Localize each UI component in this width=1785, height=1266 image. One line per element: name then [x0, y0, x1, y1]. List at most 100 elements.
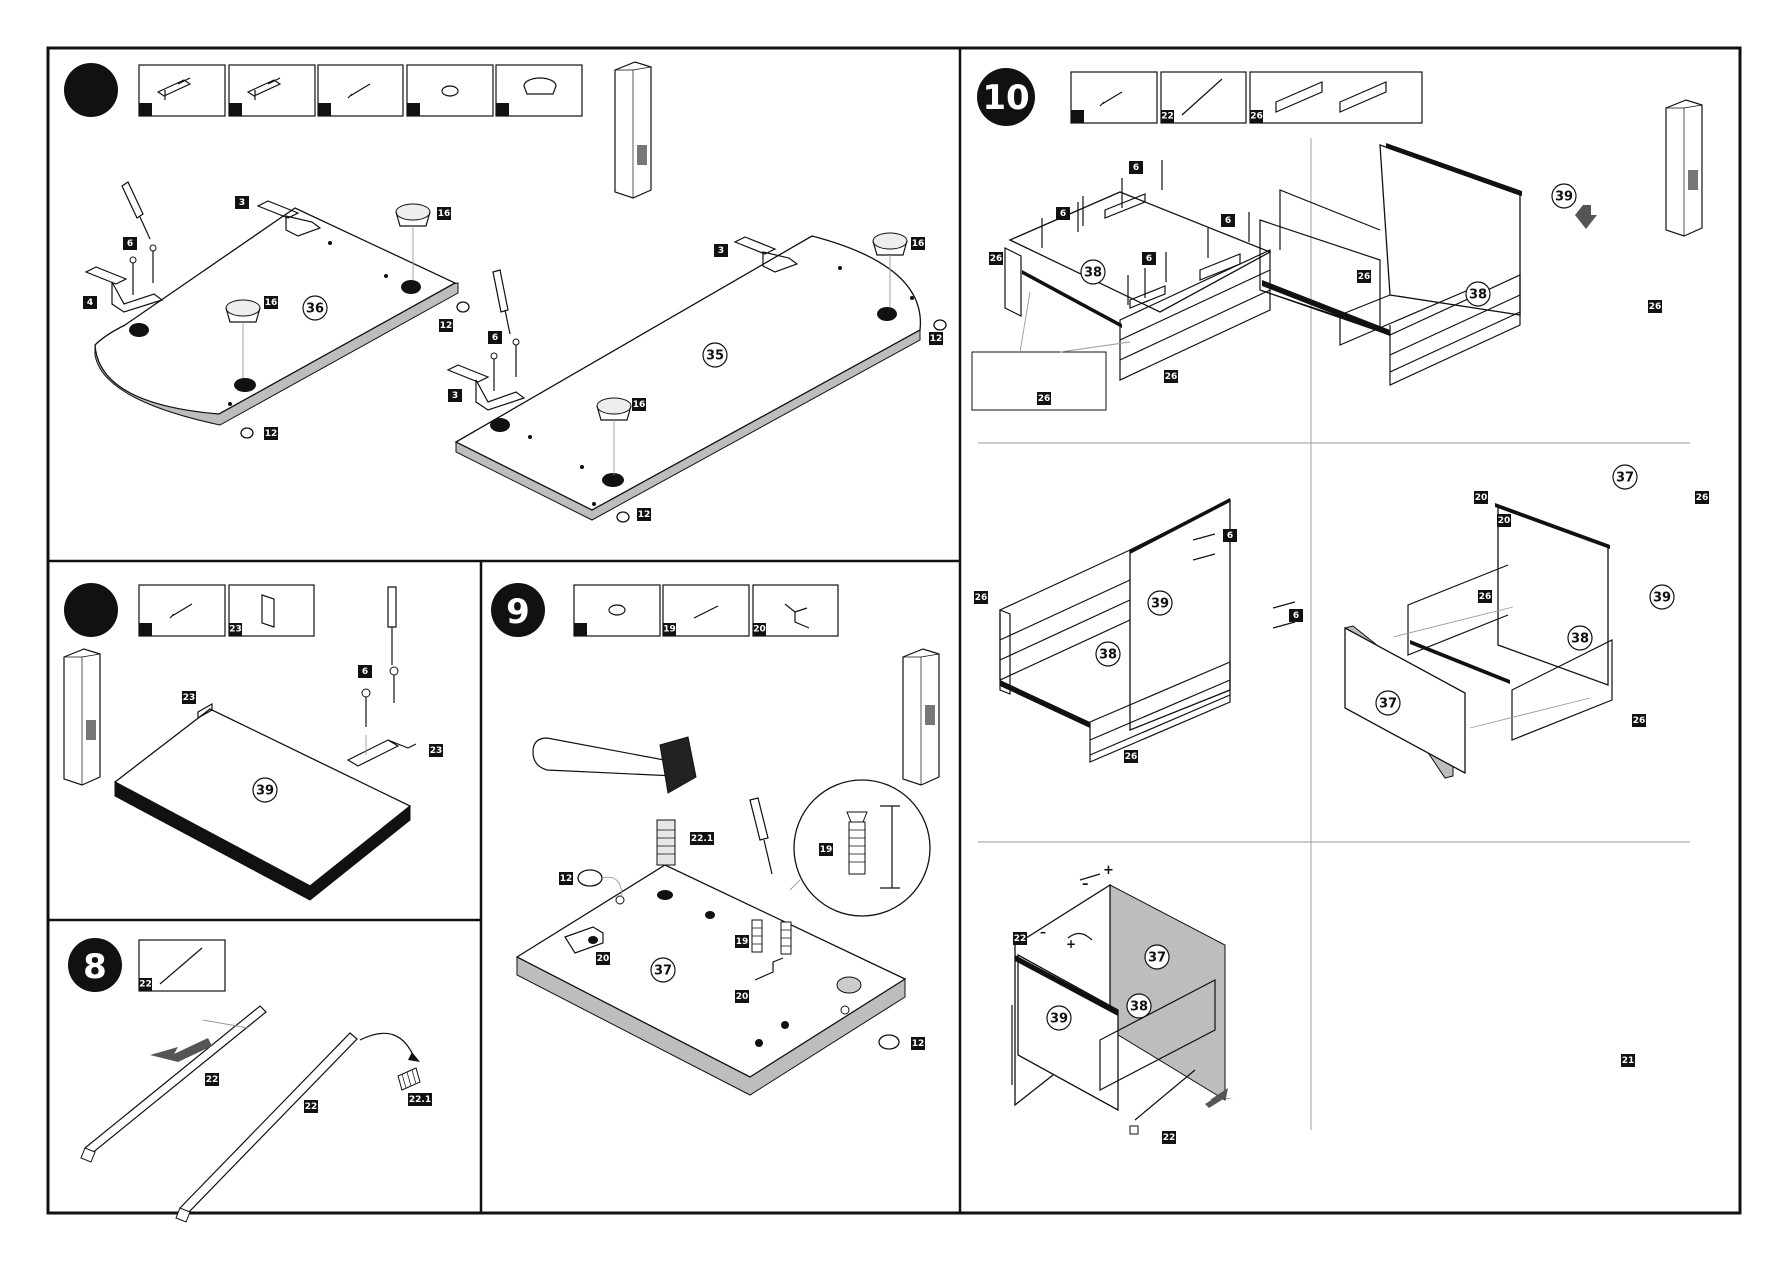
screwdriver-icon — [749, 797, 773, 875]
svg-text:38: 38 — [1469, 288, 1487, 303]
step-badge-top-left — [64, 63, 118, 117]
part-tag: 20 — [596, 952, 610, 965]
arrow-down-icon — [1575, 205, 1597, 229]
drawer-side-icon — [1275, 81, 1387, 113]
svg-text:16: 16 — [912, 239, 925, 249]
svg-text:4: 4 — [87, 298, 93, 308]
svg-text:20: 20 — [753, 625, 766, 635]
step-badge-8: 8 — [68, 938, 122, 992]
svg-text:20: 20 — [736, 992, 749, 1002]
svg-text:26: 26 — [1250, 112, 1263, 122]
svg-text:22: 22 — [1014, 934, 1027, 944]
screw-icon — [693, 605, 719, 619]
drawer-assembly-q3 — [999, 498, 1231, 763]
svg-text:22: 22 — [206, 1075, 219, 1085]
svg-text:26: 26 — [1125, 752, 1138, 762]
svg-text:6: 6 — [1133, 163, 1139, 173]
hinge-icon — [156, 77, 192, 100]
svg-text:6: 6 — [127, 239, 133, 249]
part-tag: 12 — [264, 427, 278, 440]
board-35 — [454, 235, 922, 521]
board-37 — [515, 864, 907, 1096]
part-tag: 12 — [637, 508, 651, 521]
part-tag: 3 — [714, 244, 728, 257]
svg-text:26: 26 — [975, 593, 988, 603]
svg-text:26: 26 — [1633, 716, 1646, 726]
screwdriver-icon — [387, 586, 397, 665]
part-tag: 26 — [1648, 300, 1662, 313]
svg-text:26: 26 — [1358, 272, 1371, 282]
svg-text:39: 39 — [1653, 591, 1671, 606]
adjust-minus-label: – — [1040, 925, 1046, 939]
part-number: 38 — [1567, 625, 1593, 651]
svg-text:+: + — [1103, 863, 1114, 878]
hinge-icon — [84, 200, 322, 313]
svg-text:12: 12 — [265, 429, 278, 439]
svg-text:–: – — [1040, 925, 1046, 939]
cap-icon — [616, 319, 947, 523]
rod-icon — [1181, 78, 1223, 116]
svg-text:36: 36 — [306, 302, 324, 317]
hardware-strip-top-left — [138, 64, 583, 117]
svg-text:10: 10 — [982, 78, 1029, 118]
svg-text:6: 6 — [1060, 209, 1066, 219]
hardware-strip-step-7: 23 — [138, 584, 315, 637]
hinge-icon — [246, 77, 282, 100]
detail-zoom-circle — [789, 779, 931, 917]
screw-icon — [361, 666, 399, 727]
part-tag: 16 — [264, 296, 278, 309]
clip-icon — [784, 603, 810, 629]
rod-icon — [159, 947, 203, 985]
part-number: 39 — [1551, 183, 1577, 209]
screw-icon — [1099, 91, 1123, 107]
svg-text:22.1: 22.1 — [409, 1095, 431, 1105]
svg-text:16: 16 — [265, 298, 278, 308]
part-tag: 20 — [1474, 491, 1488, 504]
part-tag: 19 — [735, 935, 749, 948]
svg-text:3: 3 — [452, 391, 458, 401]
svg-text:–: – — [1082, 877, 1089, 892]
part-number: 38 — [1095, 641, 1121, 667]
svg-text:22: 22 — [139, 980, 152, 990]
part-tag: 19 — [819, 843, 833, 856]
page-frame — [46, 46, 1742, 1215]
rod-icon — [80, 1005, 358, 1223]
svg-text:12: 12 — [930, 334, 943, 344]
part-number: 38 — [1465, 281, 1491, 307]
bracket-icon — [261, 594, 275, 628]
part-tag: 26 — [1164, 370, 1178, 383]
svg-text:20: 20 — [1498, 516, 1511, 526]
svg-text:20: 20 — [597, 954, 610, 964]
part-tag: 6 — [1142, 252, 1156, 265]
foot-icon — [596, 232, 908, 475]
svg-text:12: 12 — [440, 321, 453, 331]
part-number: 37 — [650, 957, 676, 983]
cap-icon — [608, 604, 626, 616]
cabinet-thumbnail-icon — [1665, 99, 1703, 237]
svg-text:3: 3 — [718, 246, 724, 256]
part-tag: 16 — [437, 207, 451, 220]
part-number: 39 — [1649, 584, 1675, 610]
part-tag: 20 — [735, 990, 749, 1003]
svg-text:22: 22 — [305, 1102, 318, 1112]
svg-text:37: 37 — [1616, 471, 1634, 486]
part-tag: 23 — [182, 691, 196, 704]
svg-text:37: 37 — [654, 964, 672, 979]
screw-icon — [490, 338, 520, 391]
part-number: 38 — [1126, 993, 1152, 1019]
part-tag: 22.1 — [690, 832, 714, 845]
svg-text:26: 26 — [1165, 372, 1178, 382]
svg-text:26: 26 — [1479, 592, 1492, 602]
part-tag: 26 — [1478, 590, 1492, 603]
part-tag: 4 — [83, 296, 97, 309]
part-tag: 22 — [1013, 932, 1027, 945]
screw-icon — [169, 603, 193, 619]
part-number: 39 — [1147, 590, 1173, 616]
hardware-strip-step-8: 22 — [138, 939, 226, 992]
part-tag: 26 — [1695, 491, 1709, 504]
svg-text:12: 12 — [912, 1039, 925, 1049]
svg-text:23: 23 — [183, 693, 196, 703]
svg-text:22.1: 22.1 — [691, 834, 713, 844]
part-tag: 6 — [1056, 207, 1070, 220]
